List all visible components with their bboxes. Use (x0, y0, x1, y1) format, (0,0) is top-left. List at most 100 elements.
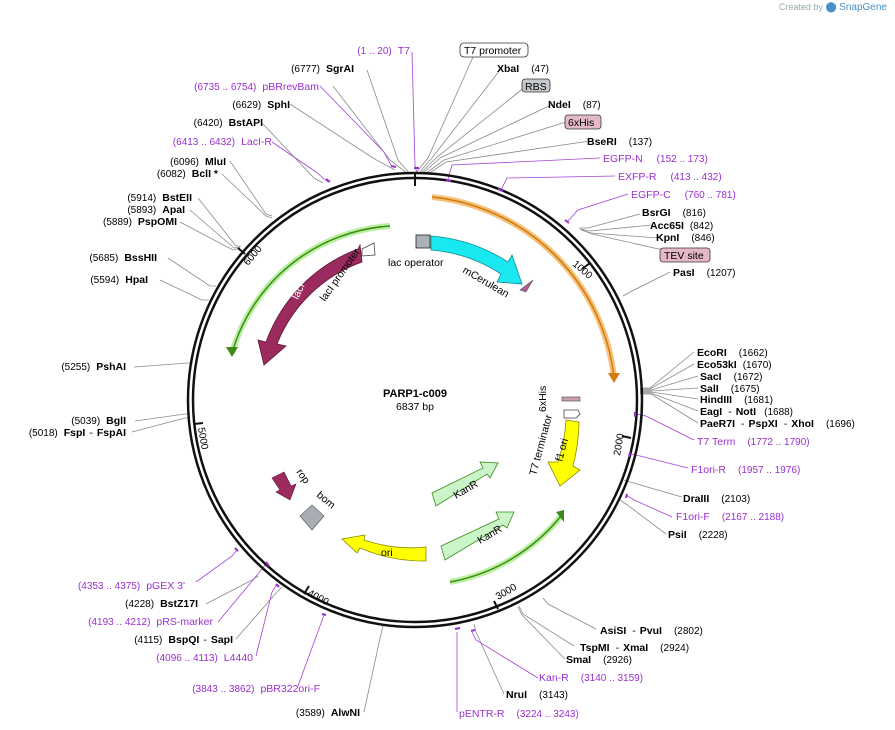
svg-text:pENTR-R(3224 .. 3243): pENTR-R(3224 .. 3243) (459, 708, 579, 720)
enzyme-sali: SalI (700, 383, 719, 395)
primer-pbrrevbam: pBRrevBam (262, 81, 319, 93)
primer-egfp-n: EGFP-N (603, 153, 643, 165)
enzyme-ecori: EcoRI (697, 347, 727, 359)
svg-text:AsiSI-PvuI(2802): AsiSI-PvuI(2802) (600, 625, 703, 637)
enzyme-acc65i: Acc65I (650, 220, 684, 232)
snapgene-name: SnapGene (839, 2, 887, 13)
svg-text:(6420)BstAPI: (6420)BstAPI (194, 117, 263, 129)
primer-exfp-r: EXFP-R (618, 171, 657, 183)
svg-text:(5255)PshAI: (5255)PshAI (61, 361, 126, 373)
svg-text:DraIII(2103): DraIII(2103) (683, 493, 750, 505)
primer-prs-marker: pRS-marker (156, 616, 213, 628)
enzyme-bgli: BglI (106, 415, 126, 427)
primer-t7-term: T7 Term (697, 436, 736, 448)
orf-arrowhead-right (608, 373, 620, 383)
svg-text:Acc65I(842): Acc65I(842) (650, 220, 713, 232)
kanR-arrow-1 (431, 461, 499, 507)
orf-arc-left (231, 225, 391, 354)
primer-f1ori-r: F1ori-R (691, 464, 726, 476)
enzyme-apai: ApaI (162, 204, 185, 216)
svg-text:(4096 .. 4113)L4440: (4096 .. 4113)L4440 (156, 652, 253, 664)
svg-text:(4228)BstZ17I: (4228)BstZ17I (125, 598, 198, 610)
svg-text:(5685)BssHII: (5685)BssHII (89, 252, 157, 264)
enzyme-saci: SacI (700, 371, 722, 383)
enzyme-paer7i: PaeR7I (700, 418, 735, 430)
sixhis-box-label: 6xHis (568, 117, 594, 129)
svg-text:(5889)PspOMI: (5889)PspOMI (103, 216, 177, 228)
svg-text:PasI(1207): PasI(1207) (673, 267, 736, 279)
tick-marks (193, 173, 632, 610)
enzyme-asisi: AsiSI (600, 625, 626, 637)
svg-text:F1ori-R(1957 .. 1976): F1ori-R(1957 .. 1976) (691, 464, 800, 476)
ori-arrow (341, 534, 427, 562)
enzyme-kpni: KpnI (656, 232, 679, 244)
primer-t7: T7 (398, 45, 410, 57)
svg-text:TspMI-XmaI(2924): TspMI-XmaI(2924) (580, 642, 689, 654)
enzyme-tspmi: TspMI (580, 642, 610, 654)
primer-leaders (195, 51, 695, 712)
enzyme-bcli: BclI * (192, 168, 219, 180)
enzyme-draiii: DraIII (683, 493, 709, 505)
enzyme-alwni: AlwNI (331, 707, 360, 719)
enzyme-bseri: BseRI (587, 136, 617, 148)
primer-laci-r: LacI-R (241, 136, 272, 148)
svg-text:(6082)BclI *: (6082)BclI * (157, 168, 219, 180)
svg-text:KpnI(846): KpnI(846) (656, 232, 715, 244)
svg-text:(4193 .. 4212)pRS-marker: (4193 .. 4212)pRS-marker (88, 616, 213, 628)
svg-text:(3589)AlwNI: (3589)AlwNI (296, 707, 360, 719)
tick-6000: 6000 (242, 243, 265, 267)
primer-l4440: L4440 (224, 652, 253, 664)
svg-text:EGFP-C(760 .. 781): EGFP-C(760 .. 781) (631, 189, 736, 201)
primer-pgex-3: pGEX 3' (146, 580, 185, 592)
svg-text:Eco53kI(1670): Eco53kI(1670) (697, 359, 772, 371)
enzyme-hindiii: HindIII (700, 394, 732, 406)
enzyme-fspi: FspI (64, 427, 86, 439)
svg-text:(5893)ApaI: (5893)ApaI (127, 204, 185, 216)
svg-text:Kan-R(3140 .. 3159): Kan-R(3140 .. 3159) (539, 672, 643, 684)
enzyme-eco53ki: Eco53kI (697, 359, 737, 371)
enzyme-bsrgi: BsrGI (642, 207, 671, 219)
svg-text:(6735 .. 6754)pBRrevBam: (6735 .. 6754)pBRrevBam (194, 81, 319, 93)
enzyme-pshai: PshAI (96, 361, 126, 373)
svg-text:EagI-NotI(1688): EagI-NotI(1688) (700, 406, 793, 418)
rop-arrow (271, 471, 297, 501)
enzyme-eagi: EagI (700, 406, 722, 418)
snapgene-brand: Created by ⬤ SnapGene (779, 2, 887, 13)
primer-pentr-r: pENTR-R (459, 708, 505, 720)
svg-text:NruI(3143): NruI(3143) (506, 689, 568, 701)
svg-text:EcoRI(1662): EcoRI(1662) (697, 347, 768, 359)
enzyme-psii: PsiI (668, 529, 687, 541)
svg-text:PsiI(2228): PsiI(2228) (668, 529, 728, 541)
plasmid-name: PARP1-c009 (383, 388, 447, 400)
bom-label: bom (314, 489, 338, 511)
orf-arrowhead-left (226, 347, 238, 357)
f1-ori-arrow (547, 419, 581, 487)
lac-operator-box (415, 234, 431, 249)
svg-text:F1ori-F(2167 .. 2188): F1ori-F(2167 .. 2188) (676, 511, 784, 523)
enzyme-nrui: NruI (506, 689, 527, 701)
primer-kan-r: Kan-R (539, 672, 569, 684)
enzymes-left: (6777)SgrAI (6629)SphI (6420)BstAPI (609… (29, 63, 360, 719)
svg-text:SalI(1675): SalI(1675) (700, 383, 760, 395)
svg-text:(5914)BstEII: (5914)BstEII (127, 192, 192, 204)
t7-terminator-marker (563, 409, 581, 419)
svg-text:(5018)FspI-FspAI: (5018)FspI-FspAI (29, 427, 126, 439)
lacI-arrow (257, 243, 363, 366)
primer-marks (234, 165, 636, 632)
svg-text:EXFP-R(413 .. 432): EXFP-R(413 .. 432) (618, 171, 722, 183)
svg-text:(4115)BspQI-SapI: (4115)BspQI-SapI (134, 634, 233, 646)
primer-f1ori-f: F1ori-F (676, 511, 710, 523)
enzyme-bstz17i: BstZ17I (160, 598, 198, 610)
lacI-promoter-marker (361, 242, 376, 257)
enzyme-xbai: XbaI (497, 63, 519, 75)
tev-site-label: TEV site (664, 250, 704, 262)
svg-text:BsrGI(816): BsrGI(816) (642, 207, 706, 219)
tick-2000: 2000 (612, 432, 627, 456)
svg-text:(6413 .. 6432)LacI-R: (6413 .. 6432)LacI-R (173, 136, 273, 148)
sixhis-marker (561, 396, 581, 402)
svg-text:(6777)SgrAI: (6777)SgrAI (291, 63, 354, 75)
svg-text:(5039)BglI: (5039)BglI (71, 415, 126, 427)
tick-3000: 3000 (494, 582, 519, 603)
